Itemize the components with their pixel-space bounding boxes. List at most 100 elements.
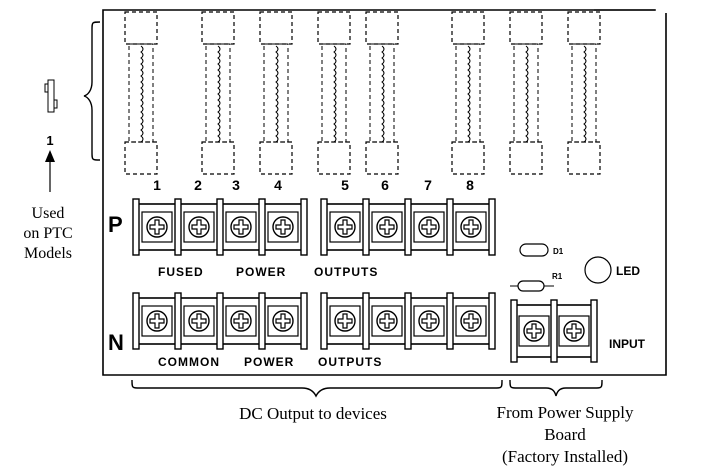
fuse-cap-top	[317, 11, 351, 45]
p-terminal-block-right	[320, 198, 496, 256]
fuse-5	[365, 11, 399, 175]
input-screw-slot	[566, 323, 582, 339]
p-right-divider	[404, 198, 412, 256]
dc-output-brace	[131, 379, 503, 398]
p-left-screw	[188, 216, 210, 238]
input-clamp	[518, 315, 550, 347]
fuse-element	[275, 45, 279, 143]
n-left-screw	[272, 310, 294, 332]
p-right-screw	[460, 216, 482, 238]
fuse-glass	[369, 43, 395, 143]
p-right-clamp	[413, 211, 445, 243]
fuse-7	[509, 11, 543, 175]
fuse-4	[317, 11, 351, 175]
n-common-label: COMMON	[158, 355, 220, 369]
fuse-8	[567, 11, 601, 175]
n-left-clamp	[267, 305, 299, 337]
d1-label: D1	[553, 247, 564, 256]
input-terminal-block	[510, 299, 598, 363]
n-left-divider	[132, 292, 140, 350]
fuse-cap-bottom	[317, 141, 351, 175]
p-left-divider	[174, 198, 182, 256]
used-note-line3: Models	[24, 245, 72, 262]
n-right-screw	[376, 310, 398, 332]
n-left-divider	[174, 292, 182, 350]
fuse-number-3: 3	[232, 177, 240, 193]
fuse-number-2: 2	[194, 177, 202, 193]
n-terminal-block-left	[132, 292, 308, 350]
input-screw	[563, 320, 585, 342]
fuse-number-8: 8	[466, 177, 474, 193]
side-fuse-icon	[44, 79, 58, 113]
fuse-element	[525, 45, 529, 143]
p-fused-label: FUSED	[158, 265, 204, 279]
used-note-line2: on PTC	[23, 225, 72, 242]
n-terminal-block-right	[320, 292, 496, 350]
p-left-clamp	[141, 211, 173, 243]
input-divider	[510, 299, 518, 363]
fuse-element	[583, 45, 587, 143]
p-right-clamp	[371, 211, 403, 243]
p-right-screw-slot	[421, 219, 437, 235]
n-right-screw	[334, 310, 356, 332]
p-right-divider	[362, 198, 370, 256]
p-left-screw	[272, 216, 294, 238]
p-terminal-block-left	[132, 198, 308, 256]
n-right-divider	[488, 292, 496, 350]
n-right-divider	[320, 292, 328, 350]
fuse-element	[140, 45, 144, 143]
fuse-number-4: 4	[274, 177, 282, 193]
fuse-2	[201, 11, 235, 175]
p-outputs-label: OUTPUTS	[314, 265, 378, 279]
p-left-screw	[146, 216, 168, 238]
fuse-cap-bottom	[259, 141, 293, 175]
d1-diode	[519, 243, 549, 257]
n-right-screw-slot	[463, 313, 479, 329]
fuse-glass	[263, 43, 289, 143]
fuse-cap-top	[259, 11, 293, 45]
p-left-clamp	[225, 211, 257, 243]
fuse-element	[217, 45, 221, 143]
n-left-screw-slot	[233, 313, 249, 329]
n-right-screw-slot	[379, 313, 395, 329]
fuse-cap-top	[567, 11, 601, 45]
n-left-screw	[230, 310, 252, 332]
fuse-element	[381, 45, 385, 143]
n-outputs-label: OUTPUTS	[318, 355, 382, 369]
used-note-line1: Used	[32, 205, 65, 222]
n-left-divider	[258, 292, 266, 350]
n-right-screw-slot	[337, 313, 353, 329]
fuse-3	[259, 11, 293, 175]
dc-output-caption: DC Output to devices	[239, 404, 387, 423]
p-right-screw-slot	[337, 219, 353, 235]
p-right-divider	[320, 198, 328, 256]
n-left-screw	[146, 310, 168, 332]
fuse-cap-bottom	[451, 141, 485, 175]
p-right-clamp	[455, 211, 487, 243]
input-divider	[550, 299, 558, 363]
n-left-screw	[188, 310, 210, 332]
power-supply-caption-line2: Board	[544, 425, 586, 444]
row-p-label: P	[108, 212, 123, 237]
r1-label: R1	[552, 272, 563, 281]
n-right-clamp	[413, 305, 445, 337]
input-clamp	[558, 315, 590, 347]
n-right-clamp	[371, 305, 403, 337]
n-right-screw	[460, 310, 482, 332]
led-label: LED	[616, 264, 640, 278]
p-right-screw	[376, 216, 398, 238]
fuse-brace	[83, 21, 101, 161]
fuse-glass	[321, 43, 347, 143]
side-fuse-number: 1	[46, 133, 53, 148]
p-left-screw	[230, 216, 252, 238]
power-supply-caption-line3: (Factory Installed)	[502, 447, 628, 466]
fuse-glass	[571, 43, 597, 143]
p-power-label: POWER	[236, 265, 286, 279]
n-left-clamp	[183, 305, 215, 337]
p-right-screw-slot	[463, 219, 479, 235]
fuse-cap-top	[451, 11, 485, 45]
fuse-glass	[455, 43, 481, 143]
fuse-glass	[128, 43, 154, 143]
n-right-divider	[362, 292, 370, 350]
